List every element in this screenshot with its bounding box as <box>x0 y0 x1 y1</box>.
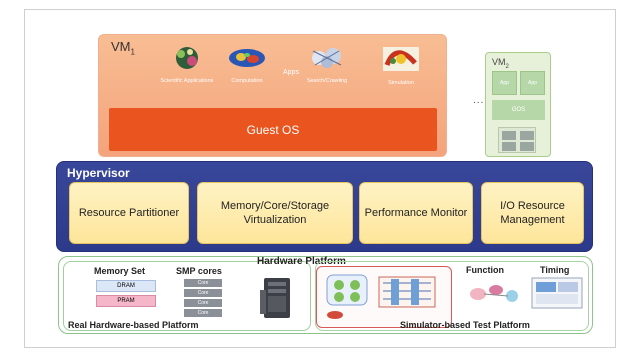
more-vms-ellipsis: ... <box>473 95 485 106</box>
app-search-crawling: Search/Crawling <box>297 45 357 84</box>
real-hardware-label: Real Hardware-based Platform <box>68 320 199 330</box>
core-block: Core <box>184 289 222 297</box>
performance-monitor-box: Performance Monitor <box>359 182 473 244</box>
core-block: Core <box>184 279 222 287</box>
core-block: Core <box>184 309 222 317</box>
hardware-platform-title: Hardware Platform <box>257 256 346 267</box>
smp-cores-label: SMP cores <box>176 266 222 276</box>
io-resource-management-box: I/O Resource Management <box>481 182 584 244</box>
simulator-test-platform: Function Timing Simulator-based Test Pla… <box>315 261 589 331</box>
computation-icon <box>229 49 265 67</box>
simulator-platform-label: Simulator-based Test Platform <box>400 320 530 330</box>
server-icon <box>260 278 290 318</box>
pram-block: PRAM <box>96 295 156 307</box>
apps-label: Apps <box>283 69 299 76</box>
vm2-panel: VM2 App App GOS <box>485 52 551 157</box>
vm2-app-1: App <box>492 71 517 95</box>
memory-set-label: Memory Set <box>94 266 146 276</box>
timing-chart-icon <box>531 277 583 309</box>
app-scientific: Scientific Applications <box>157 45 217 84</box>
virtualization-box: Memory/Core/Storage Virtualization <box>197 182 353 244</box>
dram-block: DRAM <box>96 280 156 292</box>
simulator-diagram-box <box>316 266 452 328</box>
app-caption: Computation <box>231 78 263 84</box>
simulation-icon <box>383 47 419 71</box>
hardware-platform-panel: Memory Set DRAM PRAM SMP cores Core Core… <box>58 256 593 334</box>
core-block: Core <box>184 299 222 307</box>
hypervisor-panel: Hypervisor Resource Partitioner Memory/C… <box>56 161 593 252</box>
app-caption: Search/Crawling <box>306 78 348 84</box>
app-caption: Simulation <box>388 80 414 86</box>
function-sim-icon <box>470 285 518 302</box>
app-simulation: Simulation <box>371 45 431 86</box>
vm2-label: VM2 <box>492 57 509 70</box>
resource-partitioner-box: Resource Partitioner <box>69 182 189 244</box>
vm2-gos-box: GOS <box>492 100 545 120</box>
vm1-label: VM1 <box>111 39 135 57</box>
guest-os-box: Guest OS <box>109 108 437 151</box>
guest-os-label: Guest OS <box>246 122 300 137</box>
simulator-architecture-icon <box>326 274 436 319</box>
real-hardware-platform: Memory Set DRAM PRAM SMP cores Core Core… <box>63 261 311 331</box>
vm1-panel: VM1 Scientific Applications Computation … <box>98 34 447 157</box>
function-label: Function <box>466 265 504 275</box>
search-crawling-icon <box>312 48 342 68</box>
app-computation: Computation <box>217 45 277 84</box>
vm2-app-2: App <box>520 71 545 95</box>
vm2-hardware-icon <box>498 127 536 153</box>
hypervisor-title: Hypervisor <box>67 166 130 180</box>
timing-label: Timing <box>540 265 570 275</box>
scientific-app-icon <box>176 47 198 69</box>
app-caption: Scientific Applications <box>160 78 214 84</box>
